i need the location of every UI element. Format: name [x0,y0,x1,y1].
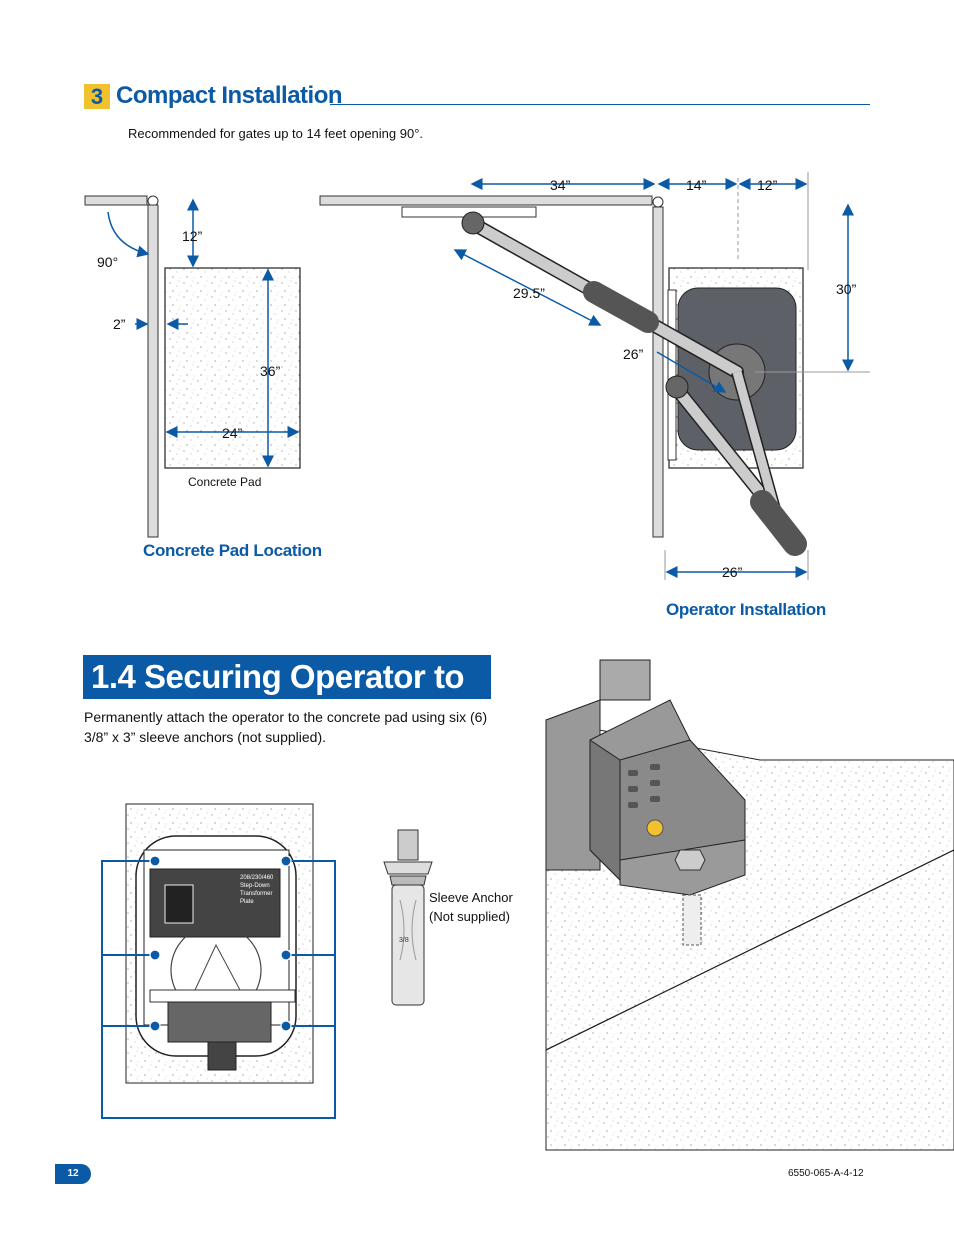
document-code: 6550-065-A-4-12 [788,1168,864,1179]
dim-34-label: 34” [550,177,571,193]
plate-label-4: Plate [240,899,254,905]
dim-12r-label: 12” [757,177,778,193]
gate-post-right [652,206,664,538]
angle-arrow [107,211,150,258]
dim-2-label: 2” [113,316,126,332]
dim-24-label: 24” [222,425,243,441]
anchor-label-1: Sleeve Anchor [429,890,514,905]
operator-install-heading: Operator Installation [666,600,826,619]
securing-title: 1.4 Securing Operator to Pad [83,655,491,739]
operator-plan-view [101,803,336,1119]
section-title: Compact Installation [116,82,343,109]
securing-body: Permanently attach the operator to the c… [84,709,488,745]
gate-arm-right [319,195,653,206]
hinge-right [652,196,664,208]
page-number: 12 [55,1164,91,1184]
gate-post-left [147,204,159,538]
dim-26-bottom-label: 26” [722,564,743,580]
dim-29-5-label: 29.5” [513,285,545,301]
angle-label: 90° [97,254,118,270]
gate-arm-left [84,195,148,206]
dim-30-label: 30” [836,281,857,297]
plate-label-3: Transformer [240,891,272,897]
dim-14-label: 14” [686,177,707,193]
anchor-size-label: 3/8 [399,937,409,944]
section-rule [330,104,870,105]
section-number: 3 [84,84,110,109]
anchor-label-2: (Not supplied) [429,909,510,924]
pad-location-diagram [84,195,301,538]
plate-label-2: Step-Down [240,883,270,889]
sleeve-anchor-illustration [383,829,433,1006]
operator-install-diagram [319,172,870,580]
pad-location-heading: Concrete Pad Location [143,541,322,560]
dim-12-label: 12” [182,228,203,244]
operator-3d-view [545,659,954,1151]
plate-label-1: 208/230/460 [240,875,274,881]
dim-26-arm-label: 26” [623,346,644,362]
dim-36-label: 36” [260,363,281,379]
section-intro: Recommended for gates up to 14 feet open… [128,126,424,141]
pad-label: Concrete Pad [188,475,261,489]
